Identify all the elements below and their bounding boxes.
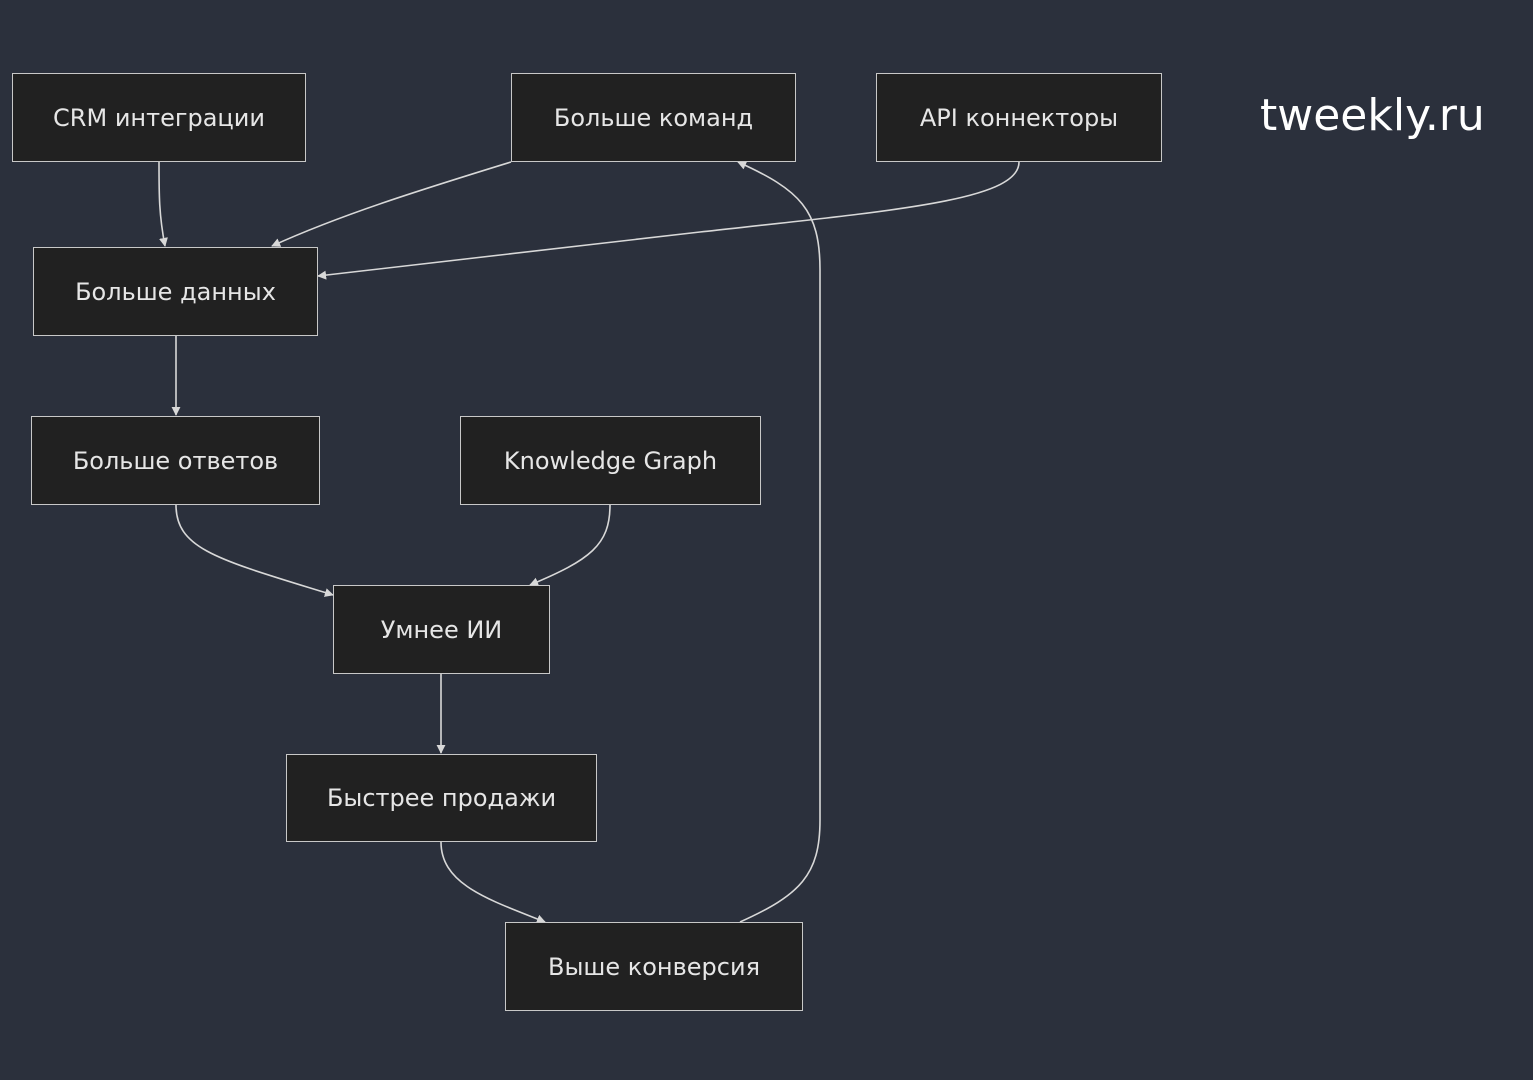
- node-faster-sales: Быстрее продажи: [286, 754, 597, 842]
- brand-watermark: tweekly.ru: [1260, 90, 1485, 141]
- node-higher-conversion: Выше конверсия: [505, 922, 803, 1011]
- edge-sales-to-conversion: [440, 841, 546, 924]
- node-more-teams: Больше команд: [511, 73, 796, 162]
- node-smarter-ai: Умнее ИИ: [333, 585, 550, 674]
- node-api-connectors: API коннекторы: [876, 73, 1162, 162]
- edge-answers-to-ai: [175, 504, 334, 597]
- edge-api-to-data: [317, 161, 1020, 280]
- node-crm-integrations: CRM интеграции: [12, 73, 306, 162]
- edge-kg-to-ai: [529, 504, 611, 587]
- node-more-answers: Больше ответов: [31, 416, 320, 505]
- node-more-data: Больше данных: [33, 247, 318, 336]
- node-knowledge-graph: Knowledge Graph: [460, 416, 761, 505]
- edge-teams-to-data: [271, 161, 512, 247]
- edge-conversion-to-teams: [737, 161, 821, 923]
- edge-crm-to-data: [158, 161, 168, 247]
